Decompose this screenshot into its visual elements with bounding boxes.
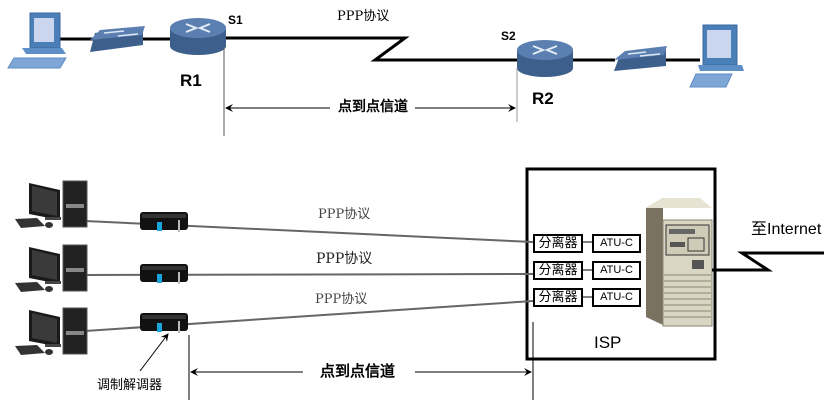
pc-icon-right [689, 24, 744, 88]
channel-label-bottom: 点到点信道 [320, 362, 396, 380]
atu-c-3: ATU-C [592, 288, 641, 307]
pc-icon-2 [15, 244, 88, 292]
server-icon [646, 198, 713, 327]
top-network-diagram [7, 12, 744, 136]
splitter-1: 分离器 [533, 234, 583, 253]
internet-label: 至Internet [751, 221, 822, 238]
router-label-r1: R1 [180, 71, 202, 90]
internet-link [712, 251, 824, 272]
bottom-network-diagram [15, 167, 824, 400]
ppp-protocol-label-1: PPP协议 [318, 207, 371, 222]
ppp-protocol-label-3: PPP协议 [315, 292, 368, 307]
router-icon-r1 [170, 18, 226, 55]
channel-label-top: 点到点信道 [338, 99, 408, 115]
modem-icon-1 [140, 212, 188, 232]
serial-link-ppp [225, 36, 520, 62]
ppp-protocol-label-top: PPP协议 [337, 9, 390, 24]
modem-pointer-arrow [139, 333, 169, 372]
modem-icon-3 [140, 313, 188, 333]
atu-c-1: ATU-C [592, 234, 641, 253]
splitter-2: 分离器 [533, 261, 583, 280]
splitter-3: 分离器 [533, 288, 583, 307]
isp-box [525, 167, 717, 361]
modem-label: 调制解调器 [97, 378, 163, 393]
interface-label-s1: S1 [228, 13, 243, 27]
switch-icon-right [614, 46, 667, 71]
router-label-r2: R2 [532, 89, 554, 108]
ppp-protocol-label-2: PPP协议 [316, 251, 373, 267]
switch-icon-left [90, 26, 145, 52]
atu-c-2: ATU-C [592, 261, 641, 280]
router-icon-r2 [517, 40, 573, 77]
pc-icon-3 [15, 307, 88, 355]
pc-icon-left [7, 12, 67, 69]
pc-icon-1 [15, 180, 88, 228]
isp-label: ISP [594, 333, 622, 352]
interface-label-s2: S2 [501, 29, 516, 43]
modem-icon-2 [140, 264, 188, 284]
